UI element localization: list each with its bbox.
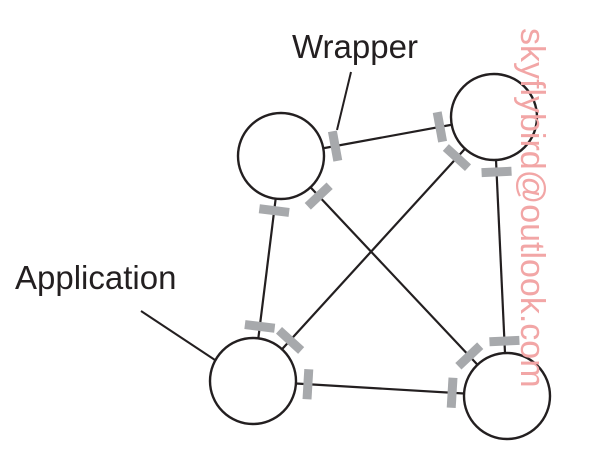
nodes (208, 72, 552, 441)
application-node-top-right (449, 72, 539, 162)
wrappers (244, 111, 520, 408)
wrapper-bottom-left (244, 320, 276, 333)
edge-top-right-to-bottom-right (494, 159, 507, 354)
wrapper-bottom-right (446, 377, 458, 408)
wrapper-top-left (327, 130, 343, 162)
wrapper-bottom-right (455, 342, 484, 370)
application-node-bottom-right (462, 351, 552, 441)
wrapper-top-left (258, 204, 290, 217)
edge-bottom-left-to-bottom-right (295, 382, 465, 395)
application-leader-line (140, 310, 216, 361)
edge-top-left-to-bottom-right (309, 186, 479, 366)
edge-top-left-to-bottom-left (257, 198, 277, 339)
wrapper-top-right (432, 111, 448, 143)
edge-top-right-to-bottom-left (281, 148, 466, 350)
wrapper-bottom-right (489, 335, 520, 347)
wrapper-bottom-left (302, 369, 314, 400)
watermark: skyflybird@outlook.com (513, 28, 551, 388)
wrapper-top-right (481, 166, 512, 178)
wrapper-top-right (442, 144, 472, 172)
application-node-bottom-left (208, 336, 298, 426)
application-node-top-left (236, 111, 326, 201)
wrapper-top-left (304, 182, 333, 210)
wrapper-bottom-left (275, 326, 305, 354)
wrapper-label: Wrapper (292, 28, 418, 65)
application-label: Application (15, 259, 176, 296)
edge-top-left-to-top-right (323, 123, 452, 150)
wrapper-leader-line (336, 71, 352, 131)
edges (257, 123, 507, 395)
